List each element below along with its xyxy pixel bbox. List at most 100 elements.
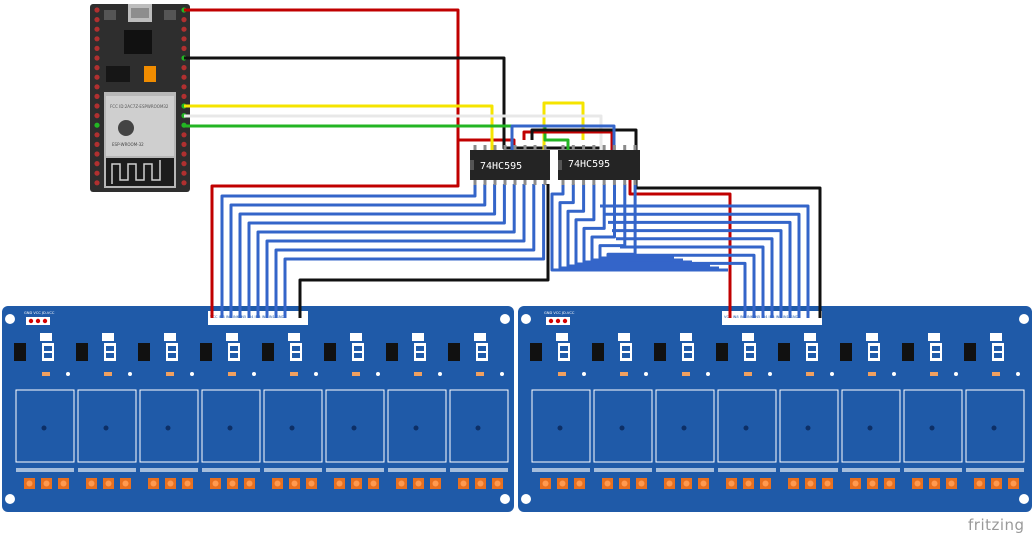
resistor	[744, 372, 752, 376]
esp32-pin-left	[94, 55, 100, 61]
wire-data-blue-left	[220, 184, 477, 318]
esp32-pin-left	[94, 7, 100, 13]
transistor	[352, 343, 364, 361]
chip-pin-bottom	[493, 180, 497, 185]
transistor	[620, 343, 632, 361]
led	[164, 333, 176, 341]
wire-clock-green	[184, 124, 570, 150]
esp32-pin-right	[181, 93, 187, 99]
shift-register-2: 74HC595	[558, 150, 640, 180]
esp-wroom-label: ESP-WROOM-32	[112, 142, 144, 147]
esp32-pin-left	[94, 161, 100, 167]
transistor	[682, 343, 694, 361]
wire-data-blue-left	[247, 184, 506, 318]
led	[288, 333, 300, 341]
chip-pin-top	[533, 145, 537, 150]
chip-pin-top	[623, 145, 627, 150]
wire-ground-black	[184, 56, 600, 150]
esp32-pin-right	[181, 170, 187, 176]
wire-data-blue-right-drop	[624, 253, 756, 318]
optocoupler	[324, 343, 336, 361]
wire-chip2-vcc-relay	[628, 150, 732, 318]
shift-register-2-label: 74HC595	[568, 159, 610, 170]
resistor	[104, 372, 112, 376]
esp32-pin-left	[94, 122, 100, 128]
led	[412, 333, 424, 341]
esp32-pin-right	[181, 132, 187, 138]
chip-pin-bottom	[582, 180, 586, 185]
chip-pin-bottom	[543, 180, 547, 185]
wire-data-yellow	[184, 104, 494, 150]
chip-pin-bottom	[523, 180, 527, 185]
chip-pin-top	[612, 145, 616, 150]
transistor	[166, 343, 178, 361]
wire-data-blue-left	[274, 184, 536, 318]
esp32-pin-left	[94, 36, 100, 42]
optocoupler	[592, 343, 604, 361]
chip-pin-bottom	[503, 180, 507, 185]
resistor	[166, 372, 174, 376]
wire-cascade-blue	[510, 124, 616, 150]
esp32-pin-left	[94, 103, 100, 109]
resistor	[414, 372, 422, 376]
optocoupler	[448, 343, 460, 361]
transistor	[744, 343, 756, 361]
esp32-pin-left	[94, 45, 100, 52]
led	[866, 333, 878, 341]
chip-pin-top	[633, 145, 637, 150]
chip-pin-bottom	[513, 180, 517, 185]
optocoupler	[840, 343, 852, 361]
esp32-pin-left	[94, 17, 100, 23]
transistor	[992, 343, 1004, 361]
chip-pin-bottom	[533, 180, 537, 185]
wire-power-red	[184, 8, 516, 150]
shift-register-1-label: 74HC595	[480, 161, 522, 172]
wire-power-red-relay	[210, 140, 460, 318]
wire-data-blue-left	[283, 184, 546, 318]
resistor	[868, 372, 876, 376]
fcc-label: FCC ID:2AC7Z-ESPWROOM32	[110, 104, 169, 109]
esp32-board: FCC ID:2AC7Z-ESPWROOM32 ESP-WROOM-32	[90, 4, 190, 192]
optocoupler	[778, 343, 790, 361]
chip-pin-bottom	[592, 180, 596, 185]
esp32-pin-right	[181, 180, 187, 186]
chip-pin-bottom	[473, 180, 477, 185]
chip-pin-top	[543, 145, 547, 150]
esp32-pin-left	[94, 170, 100, 176]
transistor	[930, 343, 942, 361]
esp32-pin-right	[181, 151, 187, 157]
led	[226, 333, 238, 341]
esp32-pin-left	[94, 180, 100, 186]
led	[928, 333, 940, 341]
wire-data-blue-right-drop	[600, 204, 810, 318]
optocoupler	[200, 343, 212, 361]
esp32-pin-left	[94, 141, 100, 147]
resistor	[42, 372, 50, 376]
wire-chip2-red	[522, 130, 614, 150]
optocoupler	[902, 343, 914, 361]
wire-data-blue-left	[265, 184, 526, 318]
led	[618, 333, 630, 341]
wire-data-blue-left	[256, 184, 516, 318]
chip-pin-top	[483, 145, 487, 150]
wire-data-blue-right	[598, 184, 674, 260]
chip-pin-top	[602, 145, 606, 150]
relay-board-right: GND VCC JD-VCC VCC IN8 IN7 IN6 IN5 IN4 I…	[518, 306, 1032, 512]
optocoupler	[138, 343, 150, 361]
led	[102, 333, 114, 341]
transistor	[228, 343, 240, 361]
led	[680, 333, 692, 341]
esp32-pin-left	[94, 84, 100, 90]
transistor	[42, 343, 54, 361]
chip-pin-bottom	[571, 180, 575, 185]
esp32-pin-right	[181, 45, 187, 52]
led	[804, 333, 816, 341]
chip-pin-bottom	[483, 180, 487, 185]
relay-pin-label-left: VCC IN8 IN7 IN6 IN5 IN4 IN3 IN2 IN1 GND	[210, 315, 285, 319]
chip-pin-bottom	[623, 180, 627, 185]
wire-data-blue-right-drop	[612, 229, 783, 318]
led	[742, 333, 754, 341]
transistor	[476, 343, 488, 361]
wire-data-blue-left	[238, 184, 497, 318]
resistor	[558, 372, 566, 376]
